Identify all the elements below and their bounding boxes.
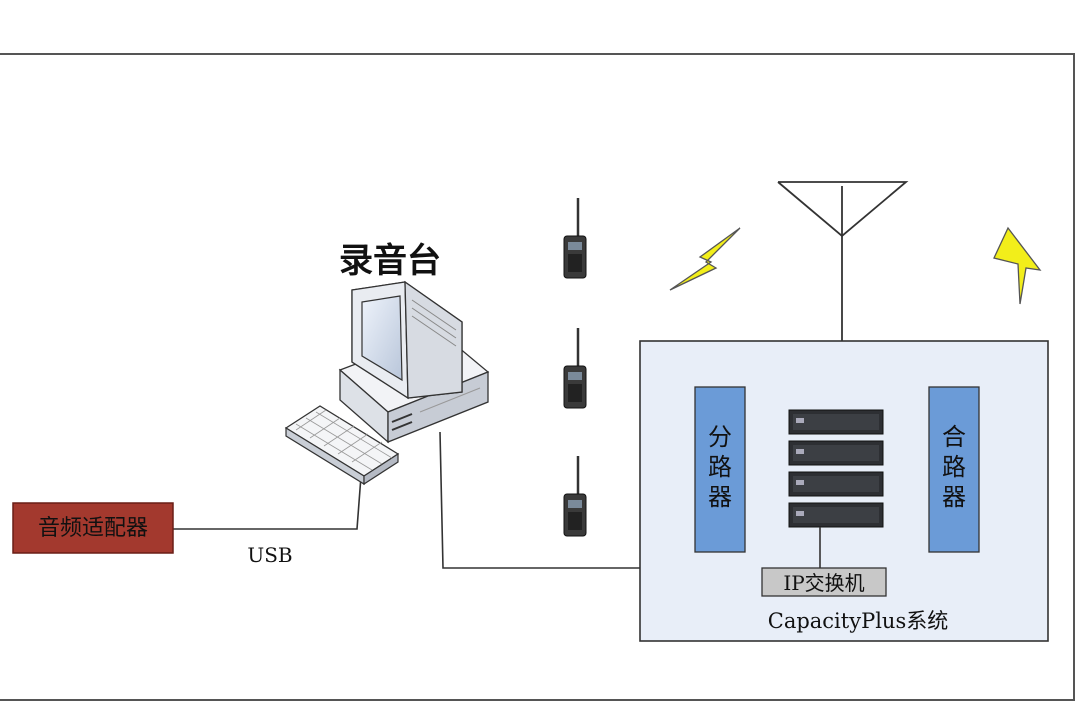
usb-label: USB [247, 543, 292, 567]
splitter-char-1: 分 [708, 423, 732, 451]
antenna-icon [777, 181, 909, 341]
ip-switch: IP交换机 [761, 567, 887, 597]
combiner-box: 合 路 器 [928, 386, 980, 553]
splitter-char-2: 路 [708, 453, 732, 481]
splitter-char-3: 器 [708, 483, 732, 511]
audio-adapter-label: 音频适配器 [38, 516, 148, 541]
combiner-char-3: 器 [942, 483, 966, 511]
system-label: CapacityPlus系统 [768, 609, 948, 633]
radio-handset-icon [563, 198, 587, 279]
outer-frame [0, 53, 1075, 701]
repeater-icon [788, 409, 884, 528]
combiner-char-2: 路 [942, 453, 966, 481]
splitter-box: 分 路 器 [694, 386, 746, 553]
radio-handset-icon [563, 328, 587, 409]
ip-switch-label: IP交换机 [783, 571, 864, 595]
keyboard-icon [284, 405, 400, 486]
combiner-char-1: 合 [942, 423, 966, 451]
lightning-icon [669, 227, 741, 291]
lightning-icon [993, 226, 1042, 305]
audio-adapter: 音频适配器 [12, 502, 174, 554]
radio-handset-icon [563, 456, 587, 537]
computer-icon [338, 280, 490, 444]
recording-console-title: 录音台 [339, 241, 441, 281]
usb-cable [173, 475, 362, 530]
